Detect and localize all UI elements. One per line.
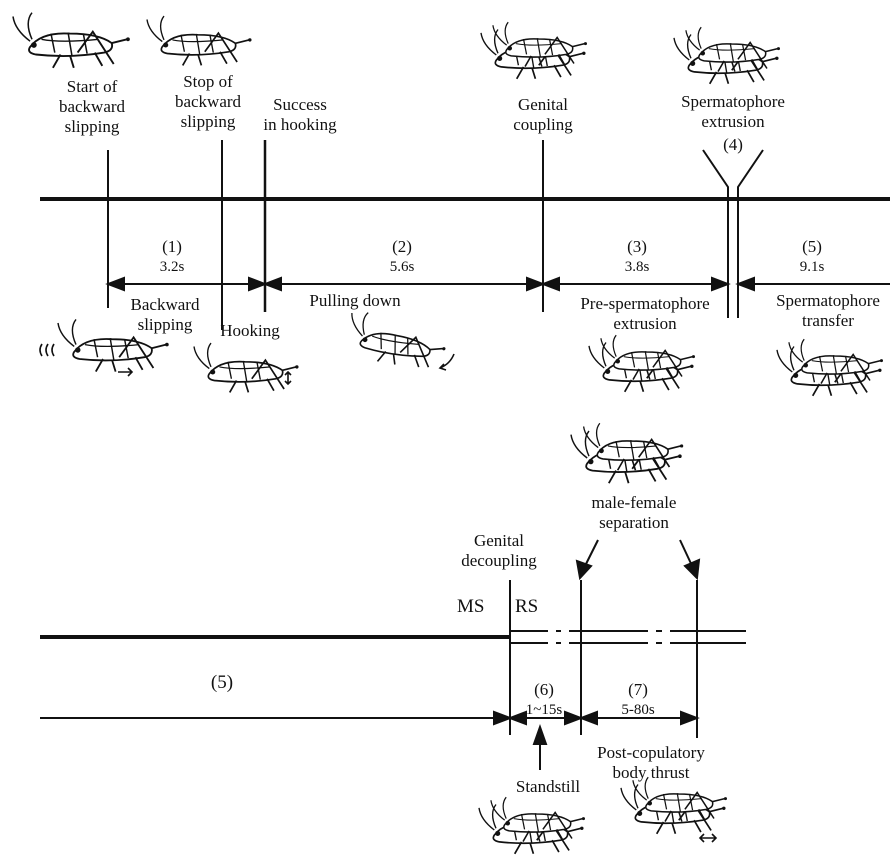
svg-text:Post-copulatory: Post-copulatory bbox=[597, 743, 705, 762]
svg-text:transfer: transfer bbox=[802, 311, 854, 330]
svg-text:body thrust: body thrust bbox=[613, 763, 690, 782]
svg-text:slipping: slipping bbox=[138, 315, 193, 334]
event-label-start: Start of backward slipping bbox=[59, 77, 126, 136]
phase-5-label: Spermatophore transfer bbox=[776, 291, 880, 330]
svg-text:Spermatophore: Spermatophore bbox=[776, 291, 880, 310]
event-label-genital-decoupling: Genital decoupling bbox=[461, 531, 537, 570]
svg-text:slipping: slipping bbox=[65, 117, 120, 136]
svg-text:Backward: Backward bbox=[131, 295, 200, 314]
thrust-mark bbox=[698, 833, 718, 843]
cricket-icon bbox=[571, 423, 683, 483]
cricket-icon bbox=[589, 335, 695, 392]
hooking-label: Hooking bbox=[220, 321, 280, 340]
svg-text:Stop of: Stop of bbox=[183, 72, 233, 91]
phase-5-number: (5) bbox=[802, 237, 822, 256]
phase-2-number: (2) bbox=[392, 237, 412, 256]
bottom-timeline-rs bbox=[510, 630, 746, 644]
cricket-icon bbox=[343, 309, 451, 374]
event-label-spermatophore-extrusion: Spermatophore extrusion bbox=[681, 92, 785, 131]
phase-3-number: (3) bbox=[627, 237, 647, 256]
svg-text:Genital: Genital bbox=[518, 95, 568, 114]
phase-2-label: Pulling down bbox=[309, 291, 401, 310]
cricket-icon bbox=[479, 797, 585, 854]
cricket-icon bbox=[674, 27, 780, 84]
standstill-pointer bbox=[532, 723, 548, 770]
phase-6-number: (6) bbox=[534, 680, 554, 699]
cricket-icon bbox=[12, 11, 131, 69]
phase-3-duration: 3.8s bbox=[625, 259, 650, 275]
svg-text:Success: Success bbox=[273, 95, 327, 114]
cricket-icon bbox=[621, 777, 727, 834]
cricket-icon bbox=[193, 342, 300, 394]
phase-5-duration: 9.1s bbox=[800, 259, 825, 275]
event-label-genital-coupling: Genital coupling bbox=[513, 95, 573, 134]
cricket-icon bbox=[481, 22, 587, 79]
cricket-icon bbox=[777, 339, 883, 396]
phase-6-label: Standstill bbox=[516, 777, 581, 796]
spermatophore-funnel bbox=[702, 149, 764, 318]
svg-text:decoupling: decoupling bbox=[461, 551, 537, 570]
phase-3-label: Pre-spermatophore extrusion bbox=[580, 294, 709, 333]
svg-text:separation: separation bbox=[599, 513, 669, 532]
cricket-icon bbox=[146, 15, 253, 67]
phase-5b-number: (5) bbox=[211, 672, 233, 693]
phase-7-number: (7) bbox=[628, 680, 648, 699]
phase-2-duration: 5.6s bbox=[390, 259, 415, 275]
phase-6-duration: 1~15s bbox=[526, 702, 563, 718]
svg-text:Spermatophore: Spermatophore bbox=[681, 92, 785, 111]
event-label-success: Success in hooking bbox=[263, 95, 337, 134]
svg-text:coupling: coupling bbox=[513, 115, 573, 134]
motion-marks bbox=[39, 343, 455, 386]
svg-text:Pre-spermatophore: Pre-spermatophore bbox=[580, 294, 709, 313]
phase-1-label: Backward slipping bbox=[131, 295, 200, 334]
phase-1-duration: 3.2s bbox=[160, 259, 185, 275]
svg-text:in hooking: in hooking bbox=[263, 115, 337, 134]
phase-7-duration: 5-80s bbox=[621, 702, 654, 718]
phase-4-number: (4) bbox=[723, 135, 743, 154]
stage-ms: MS bbox=[457, 596, 484, 617]
phase-arrows-bottom bbox=[40, 710, 700, 726]
svg-text:extrusion: extrusion bbox=[701, 112, 765, 131]
event-label-stop: Stop of backward slipping bbox=[175, 72, 242, 131]
svg-text:backward: backward bbox=[175, 92, 242, 111]
svg-text:Start of: Start of bbox=[67, 77, 118, 96]
svg-text:slipping: slipping bbox=[181, 112, 236, 131]
svg-text:extrusion: extrusion bbox=[613, 314, 677, 333]
svg-text:Genital: Genital bbox=[474, 531, 524, 550]
phase-arrows-top bbox=[105, 276, 890, 292]
svg-text:male-female: male-female bbox=[592, 493, 677, 512]
phase-1-number: (1) bbox=[162, 237, 182, 256]
stage-rs: RS bbox=[515, 596, 538, 617]
svg-text:backward: backward bbox=[59, 97, 126, 116]
event-label-separation: male-female separation bbox=[592, 493, 677, 532]
separation-arrows bbox=[575, 539, 701, 581]
phase-7-label: Post-copulatory body thrust bbox=[597, 743, 705, 782]
